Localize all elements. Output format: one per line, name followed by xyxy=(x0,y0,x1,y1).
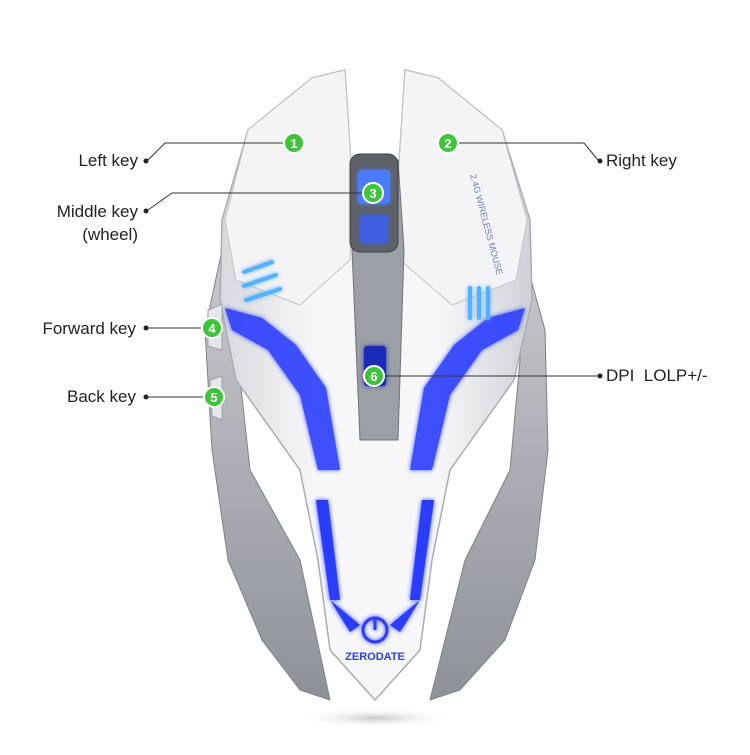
right-key-button xyxy=(397,69,528,306)
right-vent-stripes xyxy=(468,286,490,320)
mouse-shadow xyxy=(295,708,455,728)
svg-text:3: 3 xyxy=(369,186,376,201)
svg-text:6: 6 xyxy=(370,369,377,384)
leader-dots xyxy=(143,158,603,400)
svg-text:2: 2 xyxy=(444,136,451,151)
badge-3: 3 xyxy=(362,182,384,204)
middle-key-sublabel: (wheel) xyxy=(82,225,138,244)
right-glow-accent xyxy=(410,308,525,470)
badge-1: 1 xyxy=(283,132,305,154)
right-glow-lower xyxy=(410,500,434,600)
dpi-label: DPI LOLP+/- xyxy=(606,366,708,385)
left-key-button xyxy=(224,69,353,306)
brand-name: ZERODATE xyxy=(345,651,405,663)
middle-key-label: Middle key xyxy=(56,202,138,221)
middle-lower-button xyxy=(360,215,388,243)
svg-text:4: 4 xyxy=(208,321,216,336)
right-side-panel xyxy=(429,239,549,701)
leader-lines xyxy=(147,142,599,398)
badge-6: 6 xyxy=(363,365,385,387)
svg-text:1: 1 xyxy=(290,136,297,151)
left-glow-accent xyxy=(225,308,340,470)
badge-5: 5 xyxy=(203,386,225,408)
svg-text:5: 5 xyxy=(210,390,217,405)
left-key-label: Left key xyxy=(78,151,138,170)
right-key-label: Right key xyxy=(606,151,677,170)
badge-2: 2 xyxy=(437,132,459,154)
badge-4: 4 xyxy=(201,317,223,339)
back-key-label: Back key xyxy=(67,387,136,406)
forward-key-label: Forward key xyxy=(42,319,136,338)
power-wing-logo xyxy=(330,600,420,644)
left-vent-stripes xyxy=(242,260,282,302)
left-glow-lower xyxy=(316,500,340,600)
